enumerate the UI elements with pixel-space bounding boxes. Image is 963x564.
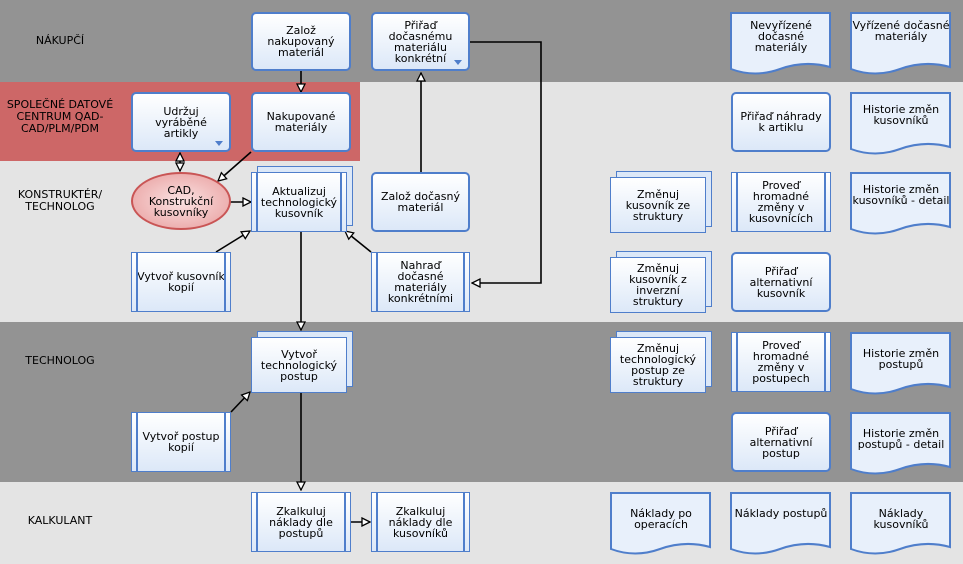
node-proved-hromadne-kusovniky[interactable]: Proveď hromadné změny v kusovnících — [731, 172, 831, 232]
lane-label-konstrukter: KONSTRUKTÉR/ TECHNOLOG — [17, 188, 103, 213]
node-cad-konstrukcni-kusovniky[interactable]: CAD, Konstrukční kusovníky — [131, 172, 231, 230]
node-zmenuj-kusovnik-inverzni[interactable]: Změnuj kusovník z inverzní struktury — [610, 257, 706, 313]
doc-historie-postupu-detail-label: Historie změn postupů - detail — [857, 428, 945, 451]
node-proved-hromadne-postupy[interactable]: Proveď hromadné změny v postupech — [731, 332, 831, 392]
node-zkalkuluj-dle-postupu[interactable]: Zkalkuluj náklady dle postupů — [251, 492, 351, 552]
node-vytvor-postup-kopii[interactable]: Vytvoř postup kopií — [131, 412, 231, 472]
doc-historie-postupu[interactable]: Historie změn postupů — [850, 332, 952, 396]
dropdown-indicator-icon — [454, 60, 462, 65]
doc-naklady-postupu[interactable]: Náklady postupů — [730, 492, 832, 556]
lane-label-technolog: TECHNOLOG — [25, 354, 95, 367]
node-nakupovane-materialy[interactable]: Nakupované materiály — [251, 92, 351, 152]
doc-naklady-kusovniku-label: Náklady kusovníků — [873, 508, 929, 531]
node-nahrad-docasne-materialy[interactable]: Nahraď dočasné materiály konkrétními — [371, 252, 470, 312]
lane-label-kalkulant: KALKULANT — [27, 514, 93, 527]
node-prirad-alternativni-kusovnik[interactable]: Přiřaď alternativní kusovník — [731, 252, 831, 312]
lane-label-nakupci: NÁKUPČÍ — [35, 34, 85, 47]
dropdown-indicator-icon — [215, 141, 223, 146]
doc-historie-kusovniku-detail[interactable]: Historie změn kusovníků - detail — [850, 172, 952, 236]
node-vytvor-kusovnik-kopii[interactable]: Vytvoř kusovník kopií — [131, 252, 231, 312]
doc-vyrizene-label: Vyřízené dočasné materiály — [852, 20, 950, 43]
doc-naklady-po-operacich-label: Náklady po operacích — [630, 508, 692, 531]
doc-historie-postupu-label: Historie změn postupů — [862, 348, 940, 371]
node-udrzuj-vyrabene-artikly[interactable]: Udržuj vyráběné artikly — [131, 92, 231, 152]
node-prirad-alternativni-postup[interactable]: Přiřaď alternativní postup — [731, 412, 831, 472]
doc-naklady-po-operacich[interactable]: Náklady po operacích — [610, 492, 712, 556]
lane-label-spolecne: SPOLEČNÉ DATOVÉ CENTRUM QAD-CAD/PLM/PDM — [6, 98, 114, 135]
doc-naklady-postupu-label: Náklady postupů — [734, 508, 828, 520]
node-zaloz-docasny-material[interactable]: Založ dočasný materiál — [371, 172, 470, 232]
node-vytvor-tech-postup[interactable]: Vytvoř technologický postup — [251, 337, 347, 393]
doc-historie-kusovniku[interactable]: Historie změn kusovníků — [850, 92, 952, 156]
node-zkalkuluj-dle-kusovniku[interactable]: Zkalkuluj náklady dle kusovníků — [371, 492, 470, 552]
node-prirad-docasnemu-materialu[interactable]: Přiřaď dočasnému materiálu konkrétní — [371, 12, 470, 71]
doc-historie-postupu-detail[interactable]: Historie změn postupů - detail — [850, 412, 952, 476]
node-zmenuj-tech-postup[interactable]: Změnuj technologický postup ze struktury — [610, 337, 706, 393]
doc-naklady-kusovniku[interactable]: Náklady kusovníků — [850, 492, 952, 556]
node-zmenuj-kusovnik-ze-struktury[interactable]: Změnuj kusovník ze struktury — [610, 177, 706, 233]
doc-nevyrizene-dokument[interactable]: Nevyřízené dočasné materiály — [730, 12, 832, 76]
doc-historie-kusovniku-label: Historie změn kusovníků — [862, 104, 940, 127]
node-zaloz-nakupovany-material[interactable]: Založ nakupovaný materiál — [251, 12, 351, 71]
node-aktualizuj-tech-kusovnik[interactable]: Aktualizuj technologický kusovník — [251, 172, 347, 232]
doc-historie-kusovniku-detail-label: Historie změn kusovníků - detail — [852, 184, 950, 207]
node-prirad-nahrady[interactable]: Přiřaď náhrady k artiklu — [731, 92, 831, 152]
doc-nevyrizene-label: Nevyřízené dočasné materiály — [750, 20, 812, 54]
doc-vyrizene-dokument[interactable]: Vyřízené dočasné materiály — [850, 12, 952, 76]
